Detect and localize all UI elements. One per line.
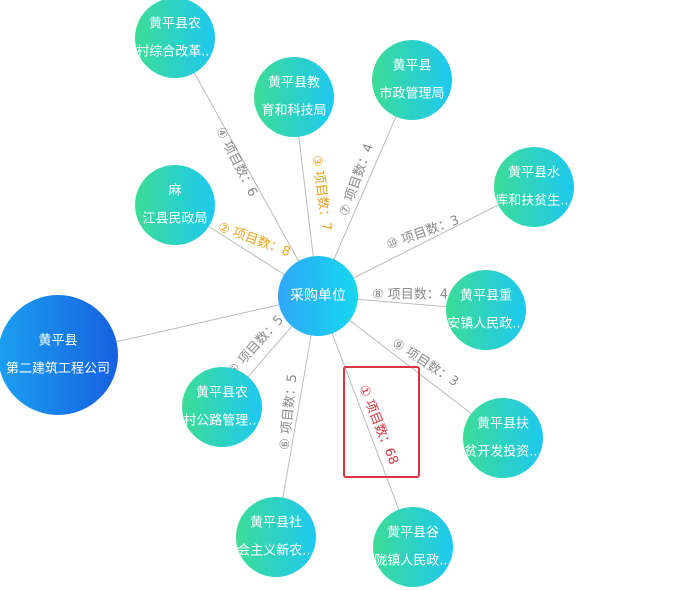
center-node[interactable]: 采购单位	[278, 256, 358, 336]
edge-label-n8: ⑧ 项目数：4	[372, 288, 448, 303]
node-label-line1: 黄平县谷	[387, 526, 439, 541]
center-node-circle[interactable]	[278, 256, 358, 336]
node-circle-n2[interactable]	[135, 165, 215, 245]
highlight-box	[343, 366, 420, 478]
edge-n6	[275, 295, 319, 538]
node-n10[interactable]: 黄平县水库和扶贫生...	[494, 147, 574, 227]
node-label-line2: 库和扶贫生...	[495, 193, 572, 209]
node-label-line2: 育和科技局	[261, 103, 326, 119]
edge-n10	[317, 186, 535, 297]
node-label-line2: 江县民政局	[142, 212, 207, 227]
node-circle-n5[interactable]	[182, 367, 262, 447]
edge-label-n6: ⑥ 项目数：5	[278, 373, 301, 450]
node-circle-n9[interactable]	[463, 398, 543, 478]
edge-label-n9: ⑨ 项目数：3	[389, 336, 461, 390]
node-n9[interactable]: 黄平县扶贫开发投资...	[463, 398, 543, 478]
node-label-line2: 安镇人民政...	[447, 317, 524, 332]
node-label-line2: 会主义新农...	[237, 543, 314, 559]
node-label-line2: 陇镇人民政...	[374, 554, 451, 569]
edge-label-n2: ② 项目数：8	[216, 220, 293, 260]
edge-label-n4: ④ 项目数：6	[212, 125, 260, 200]
center-node-label: 采购单位	[290, 288, 346, 304]
node-label-line1: 黄平县农	[149, 17, 201, 32]
node-circle-n3[interactable]	[254, 57, 334, 137]
node-label-line2: 村综合改革...	[136, 45, 213, 60]
node-label-line1: 黄平县重	[460, 288, 512, 304]
node-n6[interactable]: 黄平县社会主义新农...	[236, 497, 316, 577]
node-label-line2: 村公路管理...	[183, 413, 260, 429]
node-circle-n10[interactable]	[494, 147, 574, 227]
edge-n4	[174, 37, 319, 297]
node-label-line1: 黄平县	[38, 334, 77, 349]
node-n5[interactable]: 黄平县农村公路管理...	[182, 367, 262, 447]
edge-n1	[317, 295, 414, 548]
edge-label-n3: ③ 项目数：7	[308, 154, 333, 231]
node-label-line2: 市政管理局	[379, 86, 444, 102]
node-label-line1: 黄平县教	[268, 75, 320, 91]
node-label-line2: 贫开发投资...	[464, 444, 541, 460]
node-n4[interactable]: 黄平县农村综合改革...	[135, 0, 215, 78]
node-label-line1: 黄平县社	[250, 515, 302, 531]
node-label-line1: 黄平县	[392, 59, 431, 74]
node-circle-n1[interactable]	[373, 507, 453, 587]
node-n1[interactable]: 黄平县谷陇镇人民政...	[373, 507, 453, 587]
node-label-line1: 黄平县水	[508, 166, 560, 181]
node-label-line2: 第二建筑工程公司	[6, 361, 110, 377]
node-circle-nbig[interactable]	[0, 295, 118, 415]
node-circle-n7[interactable]	[372, 40, 452, 120]
node-circle-n4[interactable]	[135, 0, 215, 78]
edge-label-n10: ⑩ 项目数：3	[385, 213, 462, 253]
node-label-line1: 麻	[168, 184, 181, 199]
node-label-line1: 黄平县扶	[477, 417, 529, 432]
nodes-layer: 黄平县农村综合改革...黄平县教育和科技局黄平县市政管理局黄平县水库和扶贫生..…	[0, 0, 574, 587]
node-circle-n8[interactable]	[446, 270, 526, 350]
node-circle-n6[interactable]	[236, 497, 316, 577]
node-label-line1: 黄平县农	[196, 386, 248, 401]
node-n8[interactable]: 黄平县重安镇人民政...	[446, 270, 526, 350]
